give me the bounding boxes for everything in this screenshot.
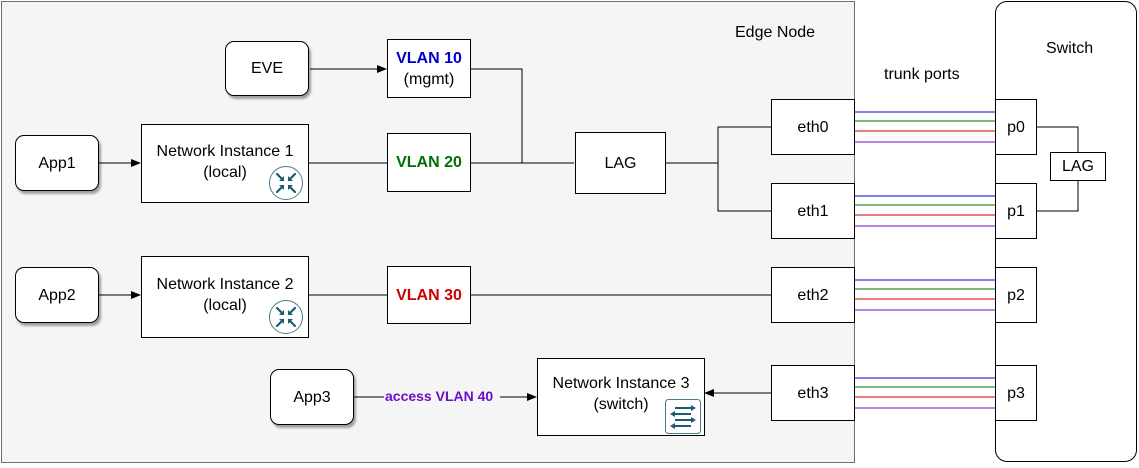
trunk-lines <box>855 111 995 409</box>
access-vlan40-label: access VLAN 40 <box>385 388 494 404</box>
ni1-title: Network Instance 1 <box>156 142 294 160</box>
network-instance-2: Network Instance 2 (local) <box>141 256 309 338</box>
line-p0-switch-lag <box>1037 126 1079 152</box>
line-vlan10-lag <box>471 68 574 164</box>
lag-node: LAG <box>575 132 666 194</box>
network-instance-1: Network Instance 1 (local) <box>141 124 309 203</box>
ni1-mode: (local) <box>203 163 247 181</box>
app2-label: App2 <box>38 286 76 304</box>
vlan30-label: VLAN 30 <box>396 286 462 304</box>
line-lag-eth1 <box>717 163 771 212</box>
eth2-label: eth2 <box>797 286 829 304</box>
ni2-mode: (local) <box>203 297 247 314</box>
vlan30-node: VLAN 30 <box>387 266 471 324</box>
line-p1-switch-lag <box>1037 181 1079 212</box>
switch-icon <box>665 399 701 434</box>
router-icon <box>269 166 303 200</box>
ni3-title: Network Instance 3 <box>552 375 690 392</box>
eth0-label: eth0 <box>797 118 829 136</box>
eve-label: EVE <box>250 60 283 77</box>
eth3-port: eth3 <box>771 365 855 421</box>
vlan10-sub: (mgmt) <box>403 70 455 88</box>
app3-label: App3 <box>293 388 331 406</box>
vlan20-label: VLAN 20 <box>396 154 462 171</box>
p2-label: p2 <box>1007 286 1025 304</box>
vlan20-node: VLAN 20 <box>387 133 471 192</box>
p1-label: p1 <box>1007 202 1025 220</box>
switch-lag-label: LAG <box>1061 158 1094 175</box>
switch-port-p0: p0 <box>995 99 1037 155</box>
p0-label: p0 <box>1007 118 1025 136</box>
edge-node-label: Edge Node <box>735 24 816 41</box>
trunk-ports-label: trunk ports <box>884 66 960 83</box>
switch-label: Switch <box>1046 40 1094 57</box>
eve-node: EVE <box>225 41 309 96</box>
ni2-title: Network Instance 2 <box>156 276 294 293</box>
app1-node: App1 <box>15 135 99 191</box>
p3-label: p3 <box>1007 384 1025 402</box>
eth1-port: eth1 <box>771 183 855 239</box>
ni3-mode: (switch) <box>593 396 649 413</box>
switch-port-p3: p3 <box>995 365 1037 421</box>
eth0-port: eth0 <box>771 99 855 155</box>
vlan10-label: VLAN 10 <box>396 49 462 67</box>
eth2-port: eth2 <box>771 267 855 323</box>
line-lag-eth0 <box>666 126 771 164</box>
router-icon <box>269 300 303 334</box>
eth3-label: eth3 <box>797 384 829 402</box>
app1-label: App1 <box>38 154 76 172</box>
app3-node: App3 <box>270 369 354 425</box>
switch-port-p2: p2 <box>995 267 1037 323</box>
eth1-label: eth1 <box>797 202 829 220</box>
app2-node: App2 <box>15 267 99 323</box>
vlan10-node: VLAN 10 (mgmt) <box>387 39 471 98</box>
switch-port-p1: p1 <box>995 183 1037 239</box>
network-instance-3: Network Instance 3 (switch) <box>537 358 705 436</box>
lag-label: LAG <box>604 154 637 172</box>
switch-lag-node: LAG <box>1050 152 1106 181</box>
